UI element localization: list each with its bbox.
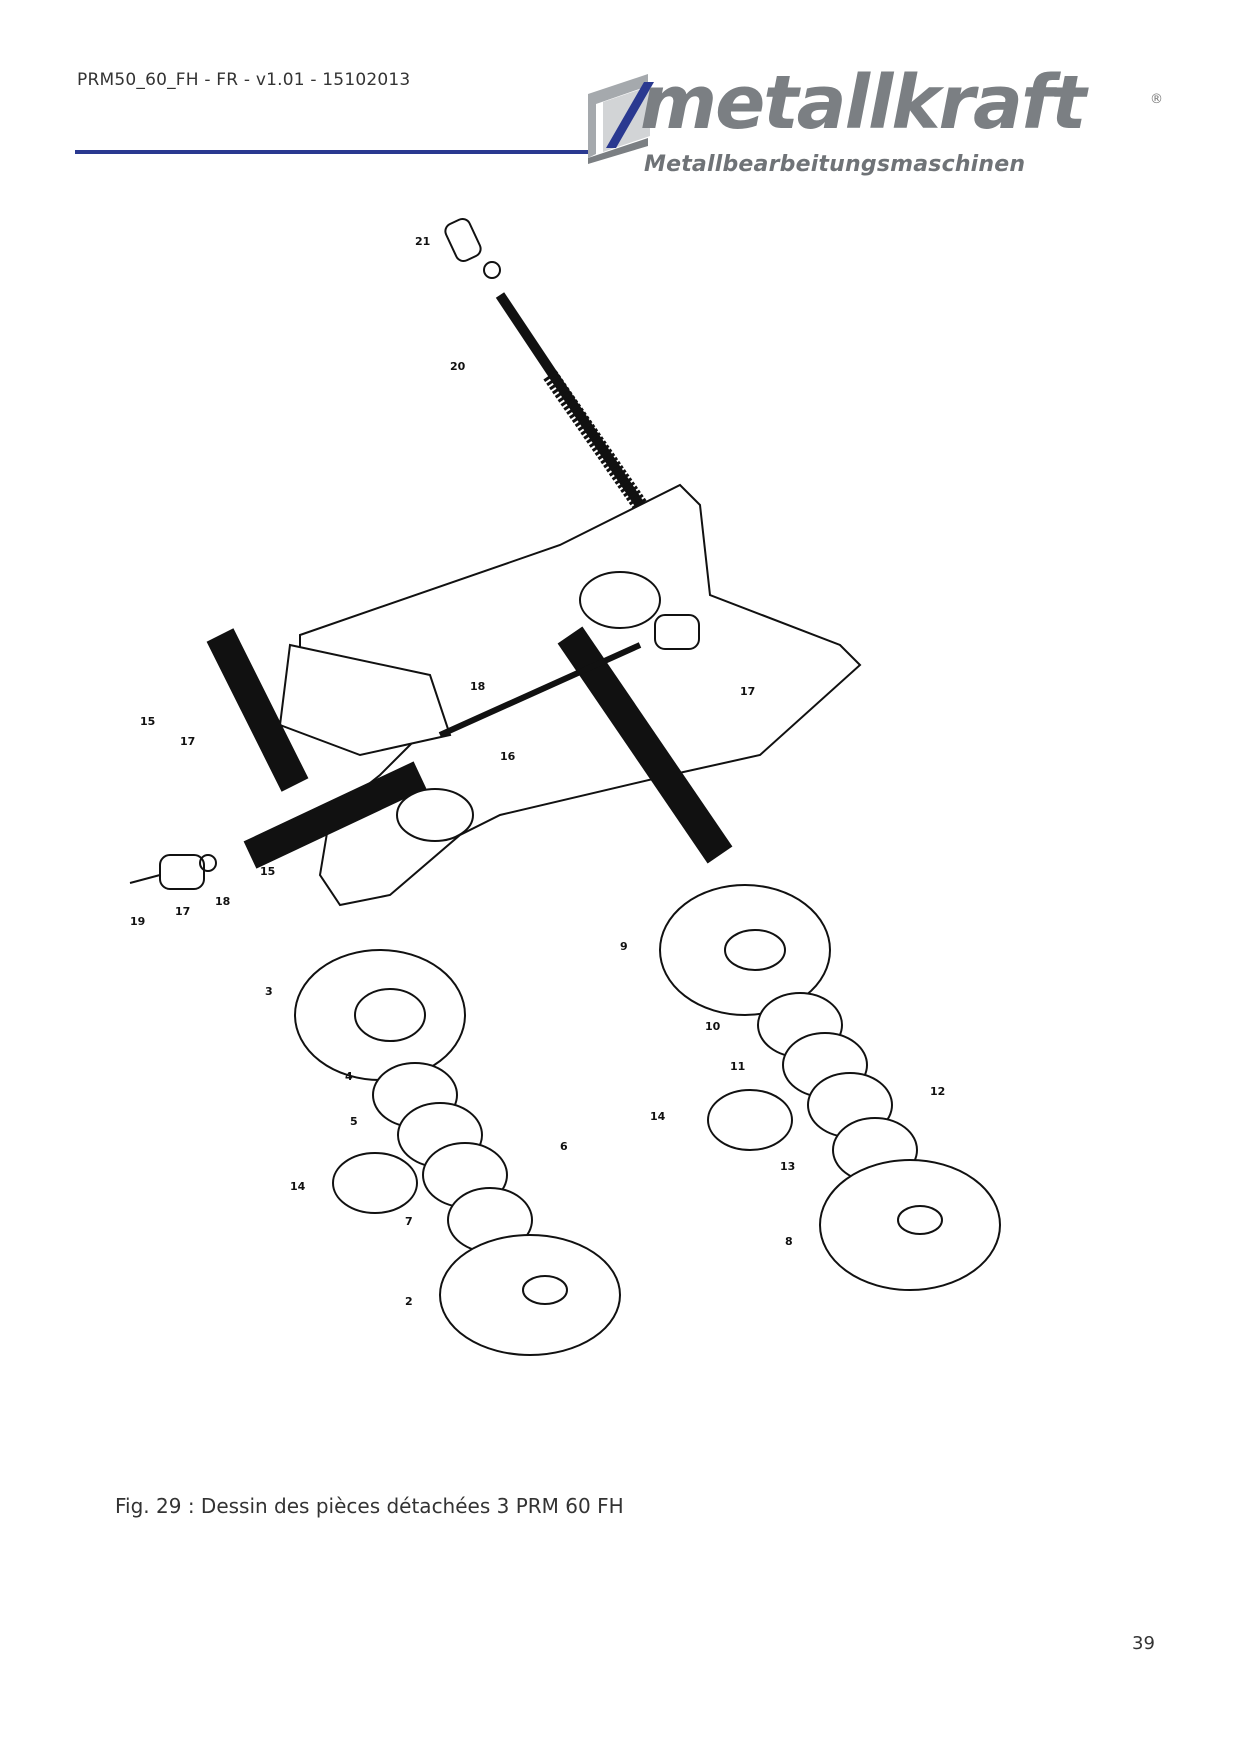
part-label: 19 — [130, 915, 145, 928]
part-label: 6 — [560, 1140, 568, 1153]
brand-name: metallkraft — [640, 60, 1087, 146]
figure-caption: Fig. 29 : Dessin des pièces détachées 3 … — [115, 1494, 624, 1518]
right-disc-stack — [659, 884, 1001, 1291]
part-label: 17 — [740, 685, 755, 698]
part-label: 16 — [500, 750, 516, 763]
part-label: 11 — [730, 1060, 745, 1073]
part-label: 12 — [930, 1085, 945, 1098]
right-shaft — [438, 614, 733, 864]
logo-mark-icon — [588, 74, 654, 164]
parts-diagram: 21 20 17 16 18 15 17 19 17 18 15 3 9 10 … — [129, 218, 1001, 1356]
part-label: 17 — [180, 735, 195, 748]
part-label: 15 — [140, 715, 155, 728]
header-rule — [75, 150, 595, 154]
part-label: 13 — [780, 1160, 795, 1173]
brand-tagline: Metallbearbeitungsmaschinen — [644, 152, 1026, 177]
part-label: 17 — [175, 905, 190, 918]
part-label: 4 — [345, 1070, 353, 1083]
upper-spindle — [444, 218, 647, 510]
part-label: 2 — [405, 1295, 413, 1308]
part-label: 14 — [290, 1180, 306, 1193]
part-label: 5 — [350, 1115, 358, 1128]
part-label: 9 — [620, 940, 628, 953]
part-label: 10 — [705, 1020, 721, 1033]
metallkraft-logo: metallkraft Metallbearbeitungsmaschinen — [578, 66, 1158, 179]
part-label: 7 — [405, 1215, 413, 1228]
left-disc-stack — [294, 949, 621, 1356]
part-label: 18 — [470, 680, 485, 693]
part-label: 18 — [215, 895, 230, 908]
part-number-labels: 21 20 17 16 18 15 17 19 17 18 15 3 9 10 … — [130, 235, 945, 1308]
part-label: 14 — [650, 1110, 666, 1123]
exploded-parts-drawing: 21 20 17 16 18 15 17 19 17 18 15 3 9 10 … — [120, 215, 1120, 1495]
part-label: 21 — [415, 235, 430, 248]
part-label: 3 — [265, 985, 273, 998]
main-frame-plate — [278, 483, 862, 907]
registered-mark: ® — [1150, 92, 1163, 107]
part-label: 20 — [450, 360, 466, 373]
document-id: PRM50_60_FH - FR - v1.01 - 15102013 — [77, 70, 411, 90]
part-label: 15 — [260, 865, 275, 878]
part-label: 8 — [785, 1235, 793, 1248]
page-number: 39 — [1132, 1633, 1155, 1654]
left-shaft — [129, 628, 427, 890]
